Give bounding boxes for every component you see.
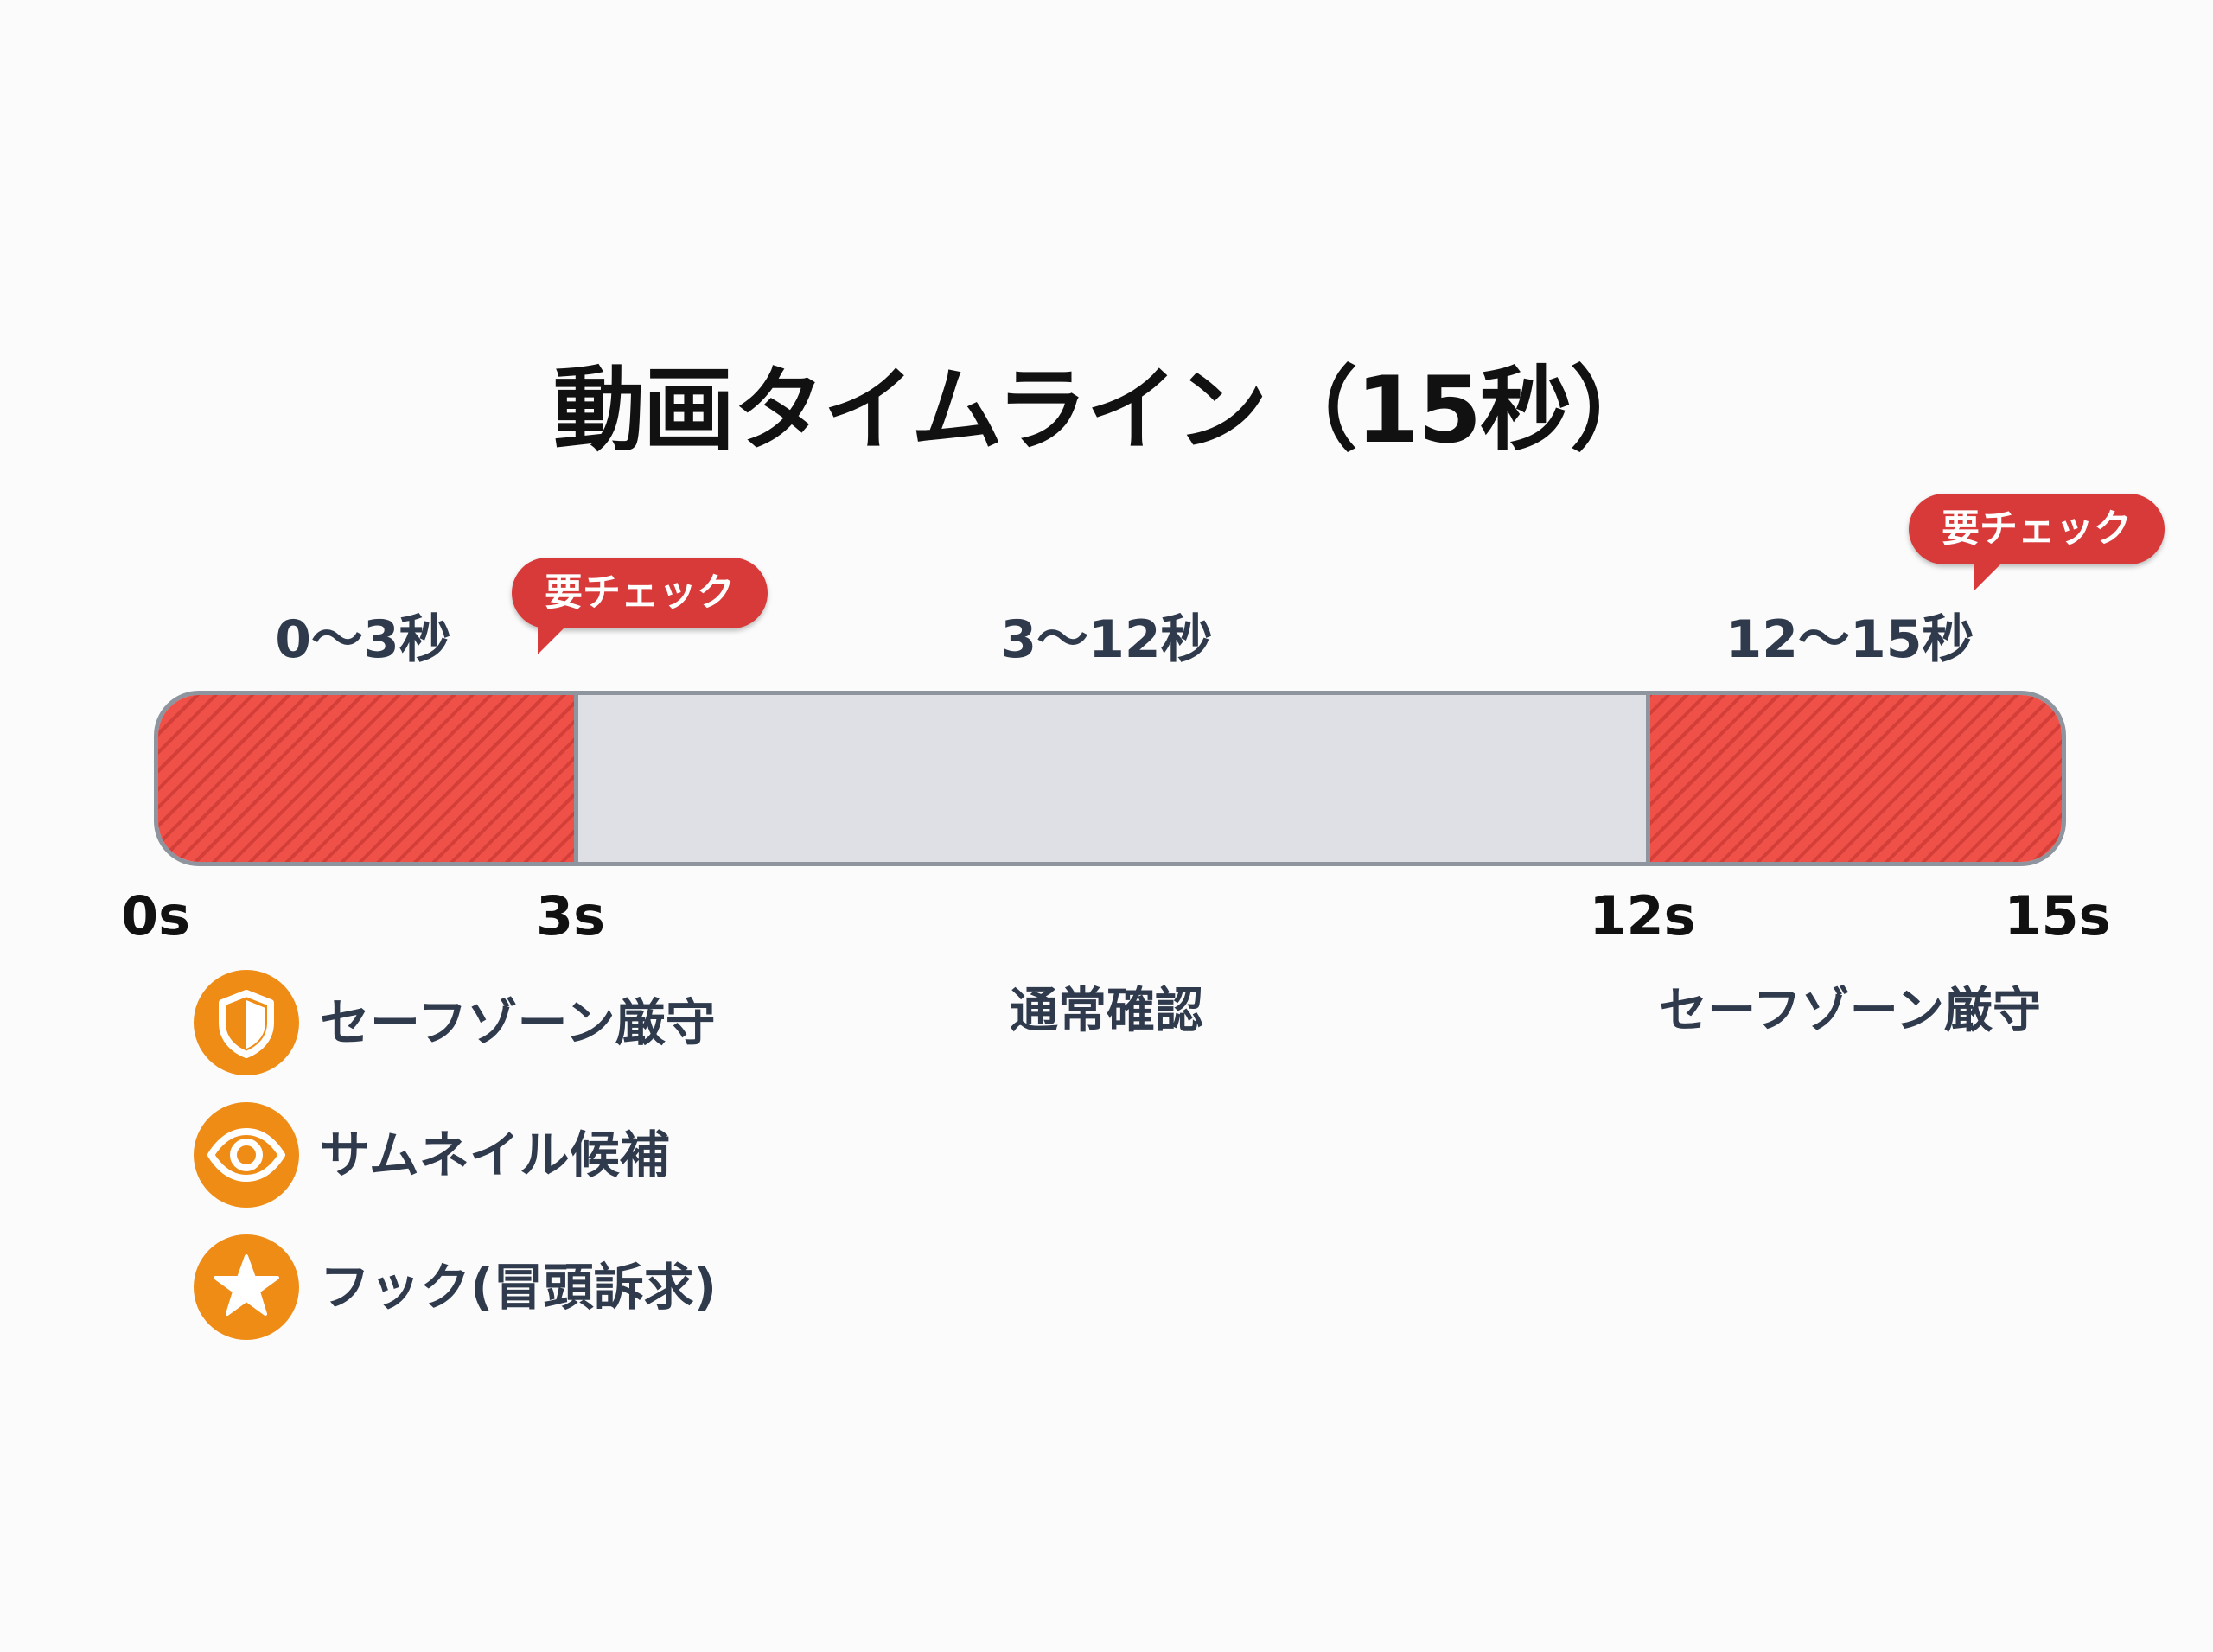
segment-label-start: 0〜3秒 bbox=[275, 609, 451, 670]
timeline-divider-3s bbox=[574, 695, 578, 862]
check-callout-label: 要チェック bbox=[545, 571, 735, 615]
segment-label-end: 12〜15秒 bbox=[1725, 609, 1974, 670]
legend-label: サムネイル候補 bbox=[320, 1126, 670, 1184]
timeline-divider-12s bbox=[1646, 695, 1650, 862]
timeline-zone-middle-normal bbox=[576, 695, 1648, 862]
shield-icon bbox=[194, 970, 299, 1075]
eye-icon bbox=[194, 1102, 299, 1208]
end-note: セーフゾーン厳守 bbox=[1659, 983, 2041, 1039]
timeline-bar bbox=[154, 691, 2066, 866]
callout-pointer bbox=[1974, 561, 2004, 590]
legend-label: フック(冒頭訴求) bbox=[320, 1258, 717, 1317]
page-title: 動画タイムライン（15秒） bbox=[552, 357, 1661, 463]
timeline-zone-start-warning bbox=[158, 695, 576, 862]
tick-label-12s: 12s bbox=[1589, 884, 1696, 947]
check-callout-label: 要チェック bbox=[1942, 507, 2132, 551]
callout-pointer bbox=[538, 625, 567, 654]
check-callout-start: 要チェック bbox=[512, 558, 768, 654]
timeline-zone-end-warning bbox=[1648, 695, 2062, 862]
star-icon bbox=[194, 1234, 299, 1340]
tick-label-15s: 15s bbox=[2004, 884, 2111, 947]
tick-label-0s: 0s bbox=[120, 884, 191, 947]
legend-label: セーフゾーン厳守 bbox=[320, 993, 716, 1052]
tick-label-3s: 3s bbox=[535, 884, 606, 947]
segment-label-middle: 3〜12秒 bbox=[1000, 609, 1213, 670]
middle-note: 通常確認 bbox=[1010, 983, 1203, 1039]
check-callout-end: 要チェック bbox=[1909, 494, 2165, 590]
